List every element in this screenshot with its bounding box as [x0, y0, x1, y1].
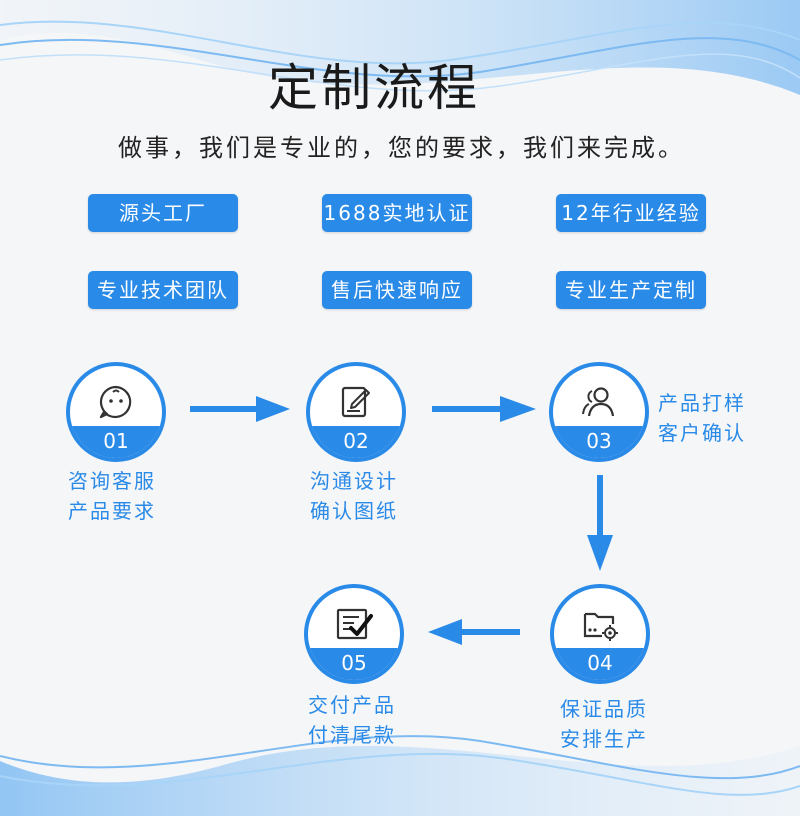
- step-03-line2: 客户确认: [658, 421, 746, 445]
- step-01-line2: 产品要求: [68, 499, 156, 523]
- arrow-step3-to-step4: [587, 475, 613, 571]
- step-02-node: 02: [306, 362, 406, 462]
- step-01-number: 01: [70, 426, 162, 458]
- step-05-line1: 交付产品: [308, 693, 396, 717]
- step-04-line1: 保证品质: [560, 697, 648, 721]
- step-02-line2: 确认图纸: [310, 499, 398, 523]
- page-title: 定制流程: [268, 59, 480, 117]
- step-02-label: 沟通设计 确认图纸: [310, 466, 398, 526]
- chat-face-icon: [99, 385, 132, 419]
- arrow-step1-to-step2: [190, 396, 290, 422]
- step-05-label: 交付产品 付清尾款: [308, 690, 396, 750]
- step-03-label: 产品打样 客户确认: [658, 388, 746, 448]
- arrow-step2-to-step3: [432, 396, 536, 422]
- badge-custom-production: 专业生产定制: [556, 271, 706, 309]
- badge-aftersales-response: 售后快速响应: [322, 271, 472, 309]
- step-02-line1: 沟通设计: [310, 469, 398, 493]
- step-05-line2: 付清尾款: [308, 723, 396, 747]
- step-01-node: 01: [66, 362, 166, 462]
- step-04-label: 保证品质 安排生产: [560, 694, 648, 754]
- badge-12-years-experience: 12年行业经验: [556, 194, 706, 232]
- badge-1688-certified: 1688实地认证: [322, 194, 472, 232]
- step-02-number: 02: [310, 426, 402, 458]
- step-03-line1: 产品打样: [658, 391, 746, 415]
- checklist-icon: [336, 608, 373, 640]
- step-01-line1: 咨询客服: [68, 469, 156, 493]
- step-03-number: 03: [553, 426, 645, 458]
- step-04-node: 04: [550, 584, 650, 684]
- step-03-node: 03: [549, 362, 649, 462]
- bottom-wave-decoration: [0, 735, 800, 816]
- users-icon: [582, 387, 615, 417]
- step-01-label: 咨询客服 产品要求: [68, 466, 156, 526]
- step-04-number: 04: [554, 648, 646, 680]
- folder-gear-icon: [583, 612, 618, 641]
- step-05-node: 05: [304, 584, 404, 684]
- edit-document-icon: [341, 386, 370, 418]
- arrow-step4-to-step5: [428, 619, 520, 645]
- step-04-line2: 安排生产: [560, 727, 648, 751]
- badge-source-factory: 源头工厂: [88, 194, 238, 232]
- step-05-number: 05: [308, 648, 400, 680]
- page-subtitle: 做事，我们是专业的，您的要求，我们来完成。: [118, 134, 685, 162]
- badge-professional-team: 专业技术团队: [88, 271, 238, 309]
